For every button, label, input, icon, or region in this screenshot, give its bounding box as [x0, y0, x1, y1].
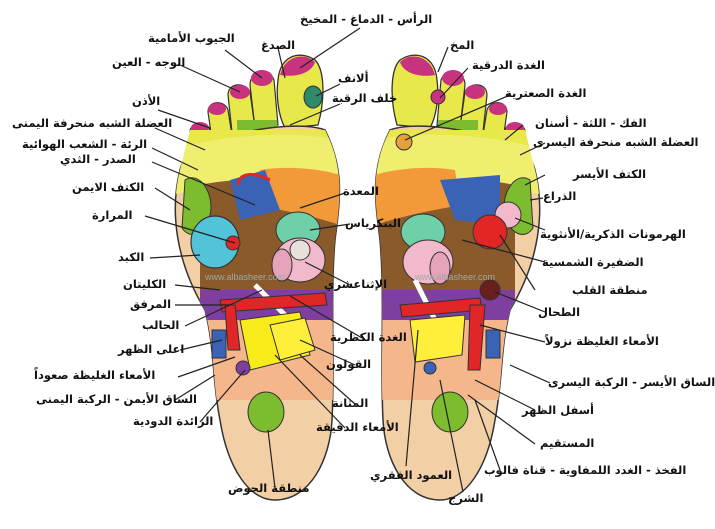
label-lower-back: أسفل الظهر: [522, 403, 595, 417]
label-descending-colon: الأمعاء الغليظة نزولاً: [545, 334, 659, 348]
label-thigh-lymph: الفخذ - الغدد اللمفاوية - قناة فالوب: [484, 463, 687, 477]
label-ascending-colon: الأمعاء الغليظة صعوداً: [34, 368, 156, 382]
label-nose: ألانف: [338, 71, 369, 85]
label-elbow: المرفق: [130, 297, 172, 311]
right-appendix-zone: [235, 360, 251, 376]
right-pelvis-zone: [247, 391, 285, 433]
left-heart-zone: [472, 214, 508, 250]
left-stomach-zone: [440, 175, 500, 225]
right-colon-transverse: [219, 292, 328, 313]
label-jaw-gums-teeth: الفك - اللثة - أسنان: [535, 116, 647, 130]
label-sinuses: الجيوب الأمامية: [148, 31, 235, 45]
label-pancreas: البنكرياس: [345, 216, 401, 230]
label-trapezius-left: العضلة الشبه منحرفة اليسرى: [533, 135, 699, 149]
left-pelvis-zone: [431, 391, 469, 433]
label-pelvis: منطقة الحوض: [228, 481, 310, 495]
label-liver: الكبد: [118, 250, 145, 264]
label-neck-back: خلف الرقبة: [332, 91, 398, 105]
left-spleen-zone: [479, 279, 501, 301]
label-left-shoulder: الكتف الأيسر: [573, 167, 647, 181]
label-upper-back: اعلى الظهر: [118, 342, 185, 356]
label-face-eye: الوجه - العين: [112, 55, 186, 69]
label-stomach: المعدة: [343, 184, 379, 198]
label-right-leg-knee: الساق الأيمن - الركبة اليمنى: [36, 392, 197, 406]
label-bladder: المثانة: [332, 396, 369, 410]
label-spine: العمود الفقري: [370, 468, 453, 482]
label-left-leg-knee: الساق الأيسر - الركبة اليسرى: [548, 375, 715, 389]
watermark-right-foot: www.albasheer.com: [205, 272, 286, 282]
right-big-toe-tip: [280, 56, 315, 76]
label-right-shoulder: الكتف الايمن: [72, 180, 145, 194]
label-head-brain: الرأس - الدماغ - المخيخ: [300, 12, 433, 26]
label-rectum: المستقيم: [540, 436, 595, 450]
label-arm: الذراع: [543, 189, 577, 203]
label-kidneys: الكليتان: [123, 277, 167, 291]
right-stomach-zone: [230, 170, 280, 220]
label-pineal: الغدة الصعترية: [505, 86, 587, 100]
label-lung-bronchi: الرئة - الشعب الهوائية: [22, 137, 148, 151]
label-appendix: الزائدة الدودية: [133, 414, 214, 428]
leader-lines: [144, 27, 551, 493]
label-brain: المخ: [450, 38, 475, 52]
label-anus: الشرج: [448, 491, 484, 505]
label-heart: منطقة القلب: [572, 283, 648, 297]
label-duodenum: الإثناعشري: [324, 277, 388, 291]
label-spleen: الطحال: [538, 305, 581, 319]
left-anus-zone: [423, 361, 437, 375]
label-hormones: الهرمونات الذكرية/الأنثوية: [540, 227, 686, 241]
watermark-left-foot: www.albasheer.com: [415, 272, 496, 282]
label-adrenal: الغدة الكظرية: [330, 330, 407, 344]
label-ear: الأذن: [132, 94, 161, 108]
right-toe-4-tip: [208, 103, 226, 115]
label-small-intestine: الأمعاء الدقيقة: [316, 420, 399, 434]
label-pituitary: الغدة الدرقية: [472, 58, 545, 72]
label-ureter: الحالب: [142, 318, 180, 332]
label-chest-breast: الصدر - الثدي: [60, 152, 136, 166]
right-upper-back-zone: [211, 329, 227, 359]
label-colon: القولون: [326, 357, 372, 371]
left-colon-descending: [467, 304, 486, 371]
right-nose-zone: [303, 85, 323, 109]
label-gallbladder: المرارة: [92, 208, 133, 222]
label-trapezius-right: العضلة الشبه منحرفة اليمنى: [12, 116, 173, 130]
label-solar-plexus: الضفيرة الشمسية: [542, 255, 644, 269]
label-temple: الصدغ: [261, 38, 296, 52]
